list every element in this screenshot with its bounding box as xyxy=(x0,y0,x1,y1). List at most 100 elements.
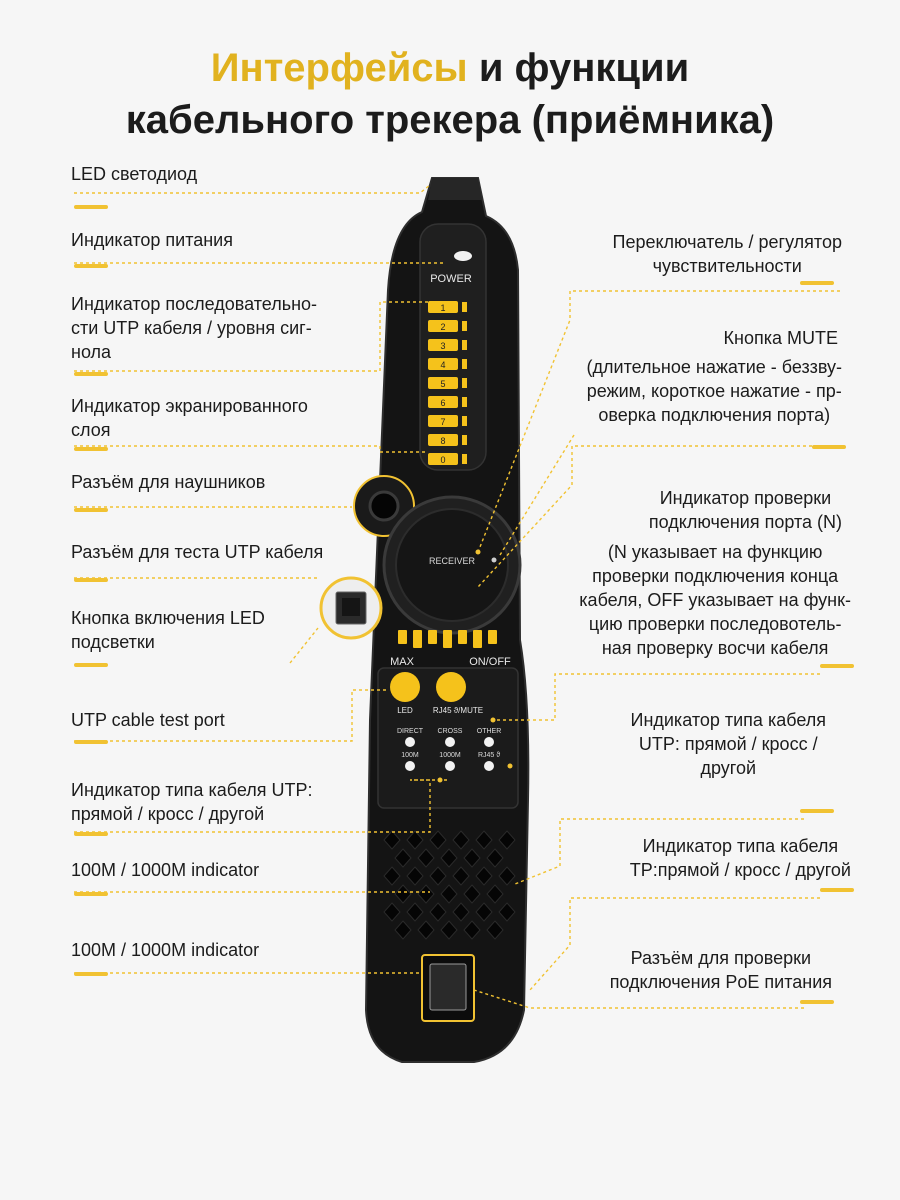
grille-hole xyxy=(394,920,412,940)
grille-hole xyxy=(486,848,504,868)
level-number: 7 xyxy=(440,417,445,427)
label-line: Индикатор типа кабеля xyxy=(642,836,839,856)
label-line: Кнопка включения LED xyxy=(71,608,265,628)
accent-bar xyxy=(800,1000,834,1004)
accent-bar xyxy=(74,264,108,268)
power-text: POWER xyxy=(430,273,472,285)
grille-hole xyxy=(498,902,516,922)
grille-hole xyxy=(486,884,504,904)
label-line: оверка подключения порта) xyxy=(598,405,831,425)
max-text: MAX xyxy=(390,656,415,668)
grille-hole xyxy=(486,920,504,940)
level-number: 6 xyxy=(440,398,445,408)
label-line: сти UTP кабеля / уровня сиг- xyxy=(71,318,312,338)
grille-hole xyxy=(383,902,401,922)
led-button[interactable] xyxy=(390,672,420,702)
leader-line xyxy=(74,779,450,833)
level-number: 0 xyxy=(440,455,445,465)
grille-hole xyxy=(417,848,435,868)
label-line: нола xyxy=(71,342,112,362)
left-label: Индикатор питания xyxy=(71,228,233,252)
indicator-label: OTHER xyxy=(477,728,502,735)
label-line: Разъём для наушников xyxy=(71,472,266,492)
leader-dot xyxy=(490,717,496,723)
left-label: UTP cable test port xyxy=(71,708,225,732)
indicator-label: DIRECT xyxy=(397,728,424,735)
label-line: (N указывает на функцию xyxy=(607,542,823,562)
left-label: Разъём для теста UTP кабеля xyxy=(71,540,323,564)
label-line: режим, короткое нажатие - пр- xyxy=(586,381,842,401)
scale-segment xyxy=(428,630,437,644)
mute-button[interactable] xyxy=(436,672,466,702)
level-led-side xyxy=(462,302,467,312)
indicator-label: 1000M xyxy=(439,752,461,759)
indicator-label: CROSS xyxy=(438,728,463,735)
accent-bar xyxy=(74,832,108,836)
level-led xyxy=(428,358,458,370)
grille-hole xyxy=(463,884,481,904)
level-led-side xyxy=(462,340,467,350)
label-line: подключения PoE питания xyxy=(609,972,832,992)
scale-segment xyxy=(398,630,407,644)
accent-bar xyxy=(74,578,108,582)
left-label: 100M / 1000M indicator xyxy=(71,938,259,962)
accent-bar xyxy=(74,663,108,667)
level-number: 2 xyxy=(440,322,445,332)
scale-segment xyxy=(458,630,467,644)
receiver-text: RECEIVER xyxy=(429,556,476,566)
grille-hole xyxy=(383,830,401,850)
speaker-grille xyxy=(383,830,516,940)
scale-segment xyxy=(443,630,452,648)
label-line: UTP: прямой / кросс / xyxy=(638,734,818,754)
grille-hole xyxy=(452,866,470,886)
level-number: 3 xyxy=(440,341,445,351)
title-rest: и функции xyxy=(467,46,690,90)
headphone-jack-hole xyxy=(368,490,400,522)
grille-hole xyxy=(475,902,493,922)
level-led-side xyxy=(462,359,467,369)
scale-segment xyxy=(473,630,482,648)
callout-lines xyxy=(74,184,840,1009)
speed-led xyxy=(445,761,455,771)
level-led xyxy=(428,434,458,446)
cable-type-led xyxy=(484,737,494,747)
label-line: Разъём для теста UTP кабеля xyxy=(71,542,324,562)
title-line-1: Интерфейсы и функции xyxy=(0,44,900,92)
accent-bar xyxy=(800,281,834,285)
leader-line xyxy=(514,818,804,885)
leader-line xyxy=(74,301,428,372)
accent-bar xyxy=(800,809,834,813)
level-led xyxy=(428,453,458,465)
leader-line xyxy=(74,445,428,453)
label-line: Кнопка MUTE xyxy=(723,328,838,348)
label-line: подсветки xyxy=(71,632,155,652)
grille-hole xyxy=(394,884,412,904)
indicator-label: RJ45 ϑ xyxy=(478,752,500,759)
grille-hole xyxy=(406,866,424,886)
led-light xyxy=(454,251,472,261)
sensitivity-wheel xyxy=(395,508,509,622)
scale-segment xyxy=(488,630,497,644)
leader-line xyxy=(473,989,804,1009)
leader-line xyxy=(477,445,812,588)
level-led xyxy=(428,339,458,351)
level-led-side xyxy=(462,435,467,445)
label-line: другой xyxy=(700,758,757,778)
leader-dot xyxy=(437,777,443,783)
leader-dot xyxy=(475,549,481,555)
level-led xyxy=(428,415,458,427)
level-led-side xyxy=(462,378,467,388)
label-line: Переключатель / регулятор xyxy=(612,232,843,252)
grille-hole xyxy=(394,848,412,868)
grille-hole xyxy=(440,848,458,868)
level-led xyxy=(428,396,458,408)
speed-led xyxy=(484,761,494,771)
left-label: 100M / 1000M indicator xyxy=(71,858,259,882)
label-line: чувствительности xyxy=(652,256,802,276)
